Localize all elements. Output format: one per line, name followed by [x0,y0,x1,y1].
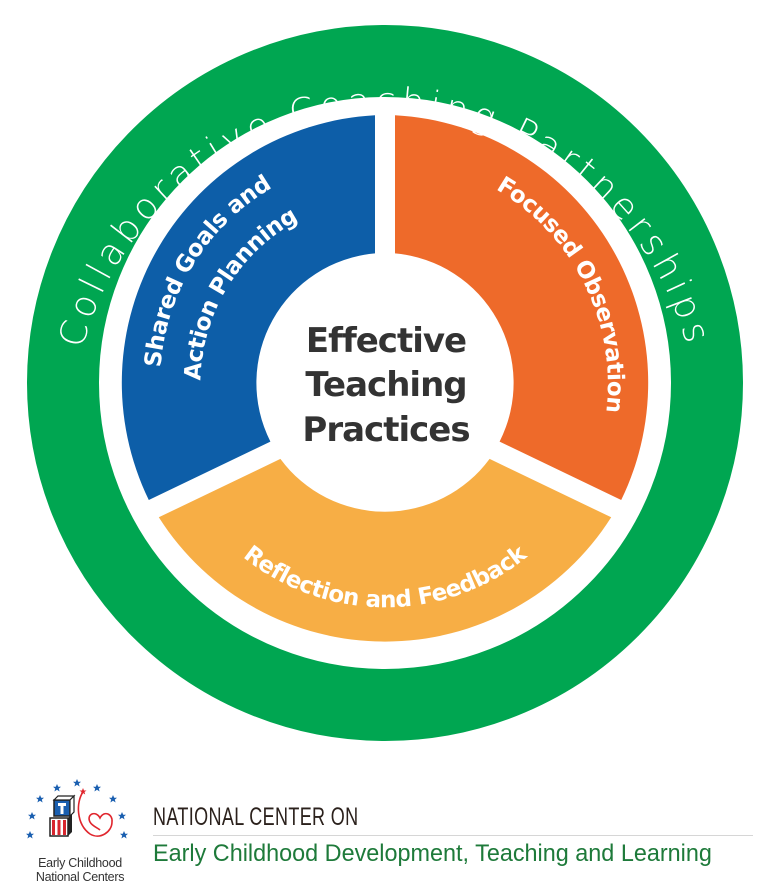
logo-caption: Early Childhood National Centers [24,856,136,884]
heart-swirl-icon [77,788,113,837]
center-label-line2: Teaching [305,365,466,405]
blocks-icon [49,794,76,837]
segment-focused-observation [395,115,649,500]
footer: Early Childhood National Centers NATIONA… [0,760,768,889]
coaching-framework-diagram: Collaborative Coaching Partnerships Shar… [27,25,743,741]
segment-shared-goals [121,115,376,500]
org-name-prefix: NATIONAL CENTER ON [153,803,359,831]
logo-caption-line2: National Centers [35,870,125,884]
segment-reflection-feedback [158,458,612,642]
outer-ring [27,25,743,741]
ecnc-logo: Early Childhood National Centers [20,776,138,888]
stars-arc-icon [26,779,128,839]
org-divider [153,835,753,836]
logo-caption-line1: Early Childhood [38,856,122,870]
center-label-line3: Practices [302,410,469,450]
org-name: Early Childhood Development, Teaching an… [153,840,712,867]
center-label-line1: Effective [306,321,466,361]
